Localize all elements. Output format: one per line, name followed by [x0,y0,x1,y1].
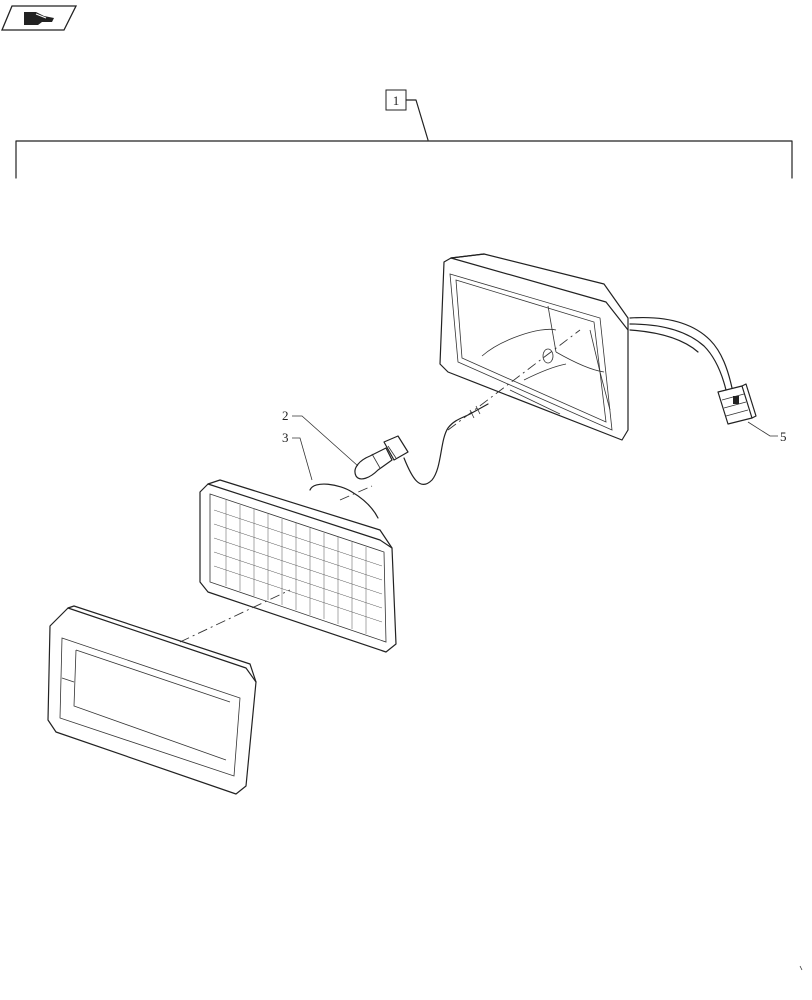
assembly-bracket [15,140,793,179]
connector [717,383,757,425]
lamp-housing [439,253,629,441]
bezel-ring [47,605,257,795]
wire-harness [629,316,733,391]
lens-callout-number: 3 [282,430,289,445]
bulb-lead-wire [403,403,489,486]
bulb-callout-number: 2 [282,408,289,423]
lens [199,479,397,653]
page-mark [799,965,803,971]
page-navigation-hand-icon[interactable] [1,5,78,31]
lens-grid [213,500,383,634]
assembly-callout: 1 [385,89,429,141]
connector-callout-number: 5 [780,429,787,444]
bulb-callout: 2 [282,408,359,467]
connector-callout: 5 [747,421,787,444]
assembly-callout-number: 1 [393,93,400,108]
assembly-centerline [179,329,581,643]
bulb [354,435,409,480]
lens-callout: 3 [282,430,313,481]
